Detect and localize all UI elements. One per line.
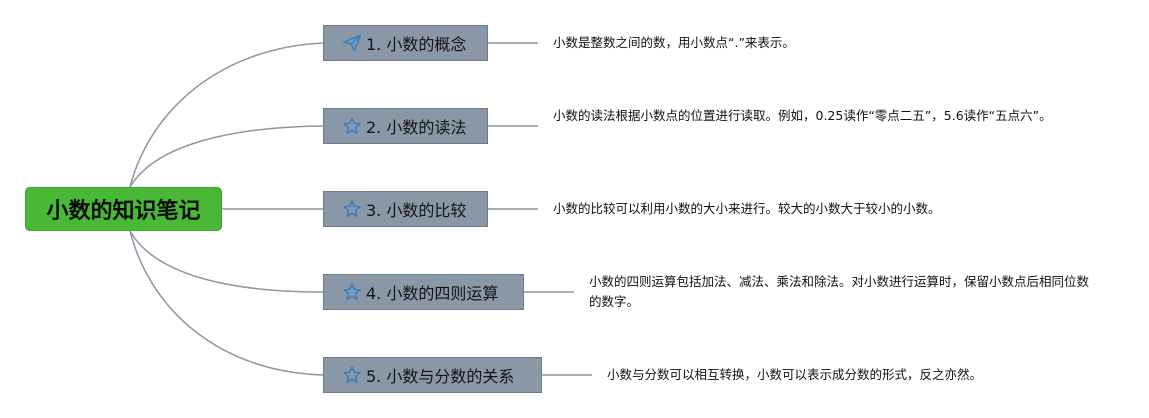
branch-line-2 [129, 125, 324, 188]
root-topic[interactable]: 小数的知识笔记 [25, 187, 222, 231]
topic-3[interactable]: 3. 小数的比较 [323, 191, 488, 227]
note-4: 小数的四则运算包括加法、减法、乘法和除法。对小数进行运算时，保留小数点后相同位数… [589, 274, 1090, 309]
note-1: 小数是整数之间的数，用小数点“.”来表示。 [553, 35, 795, 50]
topic-4[interactable]: 4. 小数的四则运算 [323, 274, 524, 310]
topic-5-label: 5. 小数与分数的关系 [366, 367, 515, 386]
topic-1[interactable]: 1. 小数的概念 [323, 25, 488, 61]
topic-3-label: 3. 小数的比较 [366, 201, 467, 220]
topic-4-label: 4. 小数的四则运算 [366, 284, 499, 303]
note-3: 小数的比较可以利用小数的大小来进行。较大的小数大于较小的小数。 [553, 201, 941, 216]
topic-1-label: 1. 小数的概念 [366, 35, 467, 54]
star-icon [342, 365, 362, 385]
topic-2-label: 2. 小数的读法 [366, 118, 467, 137]
root-topic-label: 小数的知识笔记 [46, 199, 201, 224]
branch-line-5 [129, 230, 324, 376]
branch-line-1 [129, 42, 324, 188]
note-2: 小数的读法根据小数点的位置进行读取。例如，0.25读作“零点二五”，5.6读作“… [553, 108, 1052, 123]
branch-line-4 [129, 230, 324, 293]
star-icon [342, 116, 362, 136]
paper-plane-icon [342, 33, 362, 53]
note-5: 小数与分数可以相互转换，小数可以表示成分数的形式，反之亦然。 [607, 367, 983, 382]
star-icon [342, 282, 362, 302]
topic-5[interactable]: 5. 小数与分数的关系 [323, 357, 542, 393]
topic-2[interactable]: 2. 小数的读法 [323, 108, 488, 144]
star-icon [342, 199, 362, 219]
